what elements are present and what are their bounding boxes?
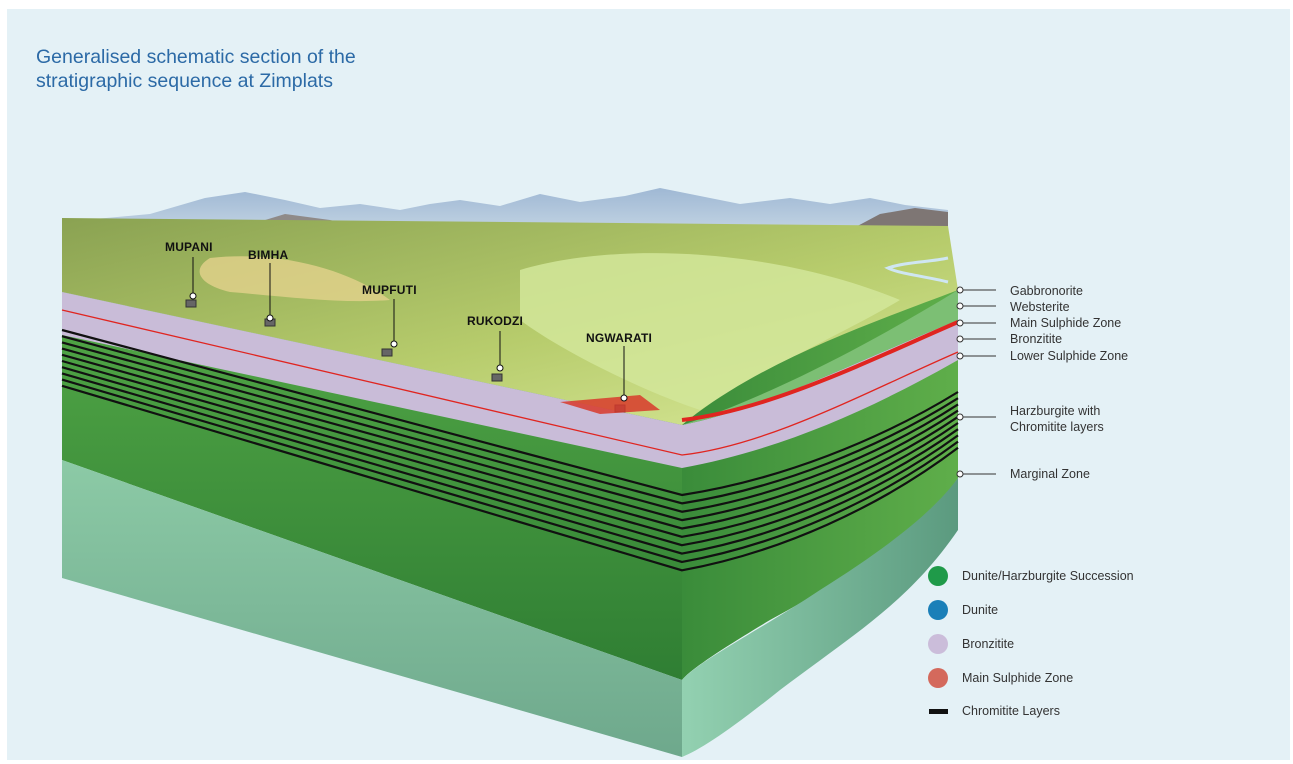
diagram-title: Generalised schematic section of the str… xyxy=(36,45,456,93)
chromitite-layer-line xyxy=(61,341,959,513)
chromitite-layer-line xyxy=(61,384,959,572)
legend-item-main-sulphide-zone: Main Sulphide Zone xyxy=(928,667,1073,689)
layer-leaders xyxy=(956,286,996,478)
chromitite-layer-line xyxy=(61,372,959,555)
legend-item-dunite: Dunite xyxy=(928,599,998,621)
mine-label-mupani: MUPANI xyxy=(165,240,213,254)
river xyxy=(884,256,949,284)
chromitite-layer-line xyxy=(61,335,959,505)
legend-label-dunite-harzburgite: Dunite/Harzburgite Succession xyxy=(962,569,1134,583)
chromitite-layer-line xyxy=(61,328,959,497)
title-line-2: stratigraphic sequence at Zimplats xyxy=(36,70,333,92)
label-harzburgite: Harzburgite with xyxy=(1010,404,1101,418)
title-line-1: Generalised schematic section of the xyxy=(36,46,356,68)
chromitite-layer-line xyxy=(61,366,959,547)
main-sulphide-line xyxy=(681,320,959,422)
chromitite-layer-line xyxy=(61,347,959,522)
mine-label-rukodzi: RUKODZI xyxy=(467,314,524,328)
right-face-base xyxy=(682,478,958,757)
front-face-green xyxy=(62,292,682,680)
sandy-area xyxy=(199,256,390,302)
chromitite-layer-line xyxy=(61,378,959,564)
stratigraphic-block-diagram xyxy=(61,188,996,757)
legend-item-bronzitite: Bronzitite xyxy=(928,633,1014,655)
chromitite-layer-line xyxy=(61,359,959,538)
label-chromitite-layers: Chromitite layers xyxy=(1010,420,1104,434)
legend-label-bronzitite: Bronzitite xyxy=(962,637,1015,651)
mine-label-bimha: BIMHA xyxy=(248,248,289,262)
legend-swatch-bronzitite xyxy=(928,634,948,654)
legend-label-main-sulphide-zone: Main Sulphide Zone xyxy=(962,671,1074,685)
grassland xyxy=(520,253,900,410)
chromitite-layer-line xyxy=(61,353,959,530)
legend-label-dunite: Dunite xyxy=(962,603,999,617)
label-gabbronorite: Gabbronorite xyxy=(1010,284,1083,298)
front-face-base xyxy=(62,460,682,757)
mine-leaders xyxy=(189,257,628,402)
label-bronzitite: Bronzitite xyxy=(1010,332,1063,346)
label-main-sulphide-zone: Main Sulphide Zone xyxy=(1010,316,1122,330)
legend-item-dunite-harzburgite: Dunite/Harzburgite Succession xyxy=(928,565,1134,587)
chromitite-layers xyxy=(61,328,959,572)
sulphide-outcrop xyxy=(560,395,660,414)
diagram-frame: Generalised schematic section of the str… xyxy=(7,9,1290,760)
legend-item-chromitite-layers: Chromitite Layers xyxy=(928,700,1060,722)
label-marginal-zone: Marginal Zone xyxy=(1010,467,1090,481)
mine-label-ngwarati: NGWARATI xyxy=(586,331,653,345)
bronzitite-band xyxy=(62,292,958,468)
legend-swatch-main-sulphide-zone xyxy=(928,668,948,688)
lower-sulphide-line xyxy=(61,309,959,456)
mine-label-mupfuti: MUPFUTI xyxy=(362,283,417,297)
legend-swatch-dunite-harzburgite xyxy=(928,566,948,586)
legend-swatch-dunite xyxy=(928,600,948,620)
legend-swatch-chromitite-layers xyxy=(929,708,948,714)
legend-label-chromitite-layers: Chromitite Layers xyxy=(962,704,1060,718)
label-websterite: Websterite xyxy=(1010,300,1070,314)
label-lower-sulphide-zone: Lower Sulphide Zone xyxy=(1010,349,1129,363)
